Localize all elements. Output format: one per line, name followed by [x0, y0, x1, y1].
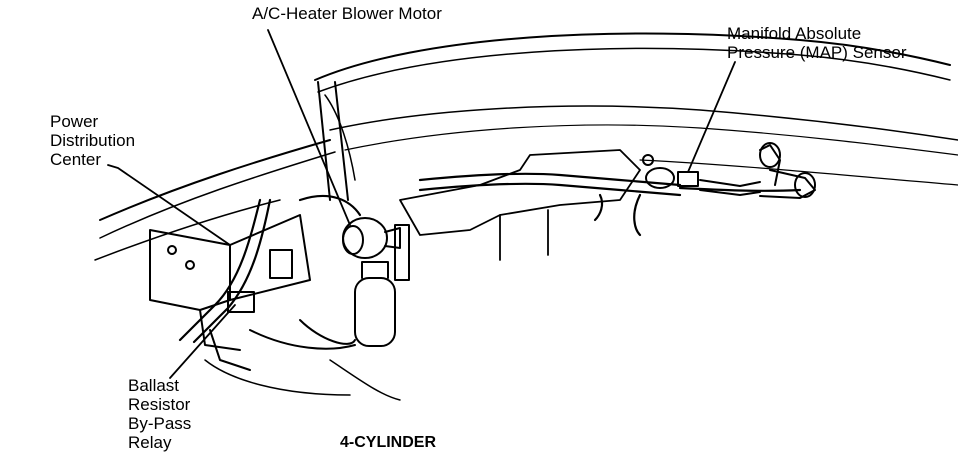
canister: [249, 261, 396, 350]
leader-blower: [267, 29, 351, 226]
firewall: [399, 149, 641, 261]
label-pdc-line3: Center: [50, 150, 102, 169]
ballast-relay: [204, 291, 401, 401]
label-ballast-relay: Ballast Resistor By-Pass Relay: [128, 376, 191, 452]
blower-motor: [342, 217, 410, 281]
label-ballast-line3: By-Pass: [128, 414, 192, 433]
label-pdc-line2: Distribution: [50, 131, 136, 150]
hood-lines: [94, 32, 958, 261]
label-blower-motor: A/C-Heater Blower Motor: [252, 4, 442, 23]
label-pdc-line1: Power: [50, 112, 99, 131]
caption: 4-CYLINDER: [340, 434, 437, 451]
leader-map: [687, 61, 736, 173]
leader-lines: [107, 29, 736, 379]
power-distribution-center: [149, 214, 311, 351]
label-ballast-line2: Resistor: [128, 395, 191, 414]
label-map-sensor: Manifold Absolute Pressure (MAP) Sensor: [727, 24, 907, 62]
label-power-distribution-center: Power Distribution Center: [50, 112, 135, 169]
label-ballast-line4: Relay: [128, 433, 172, 452]
strut: [317, 81, 356, 201]
wiring-harness: [178, 172, 802, 344]
leader-ballast: [169, 304, 236, 379]
label-map-line2: Pressure (MAP) Sensor: [727, 43, 907, 62]
label-map-line1: Manifold Absolute: [727, 24, 862, 43]
label-ballast-line1: Ballast: [128, 376, 180, 395]
leader-pdc: [107, 164, 231, 246]
